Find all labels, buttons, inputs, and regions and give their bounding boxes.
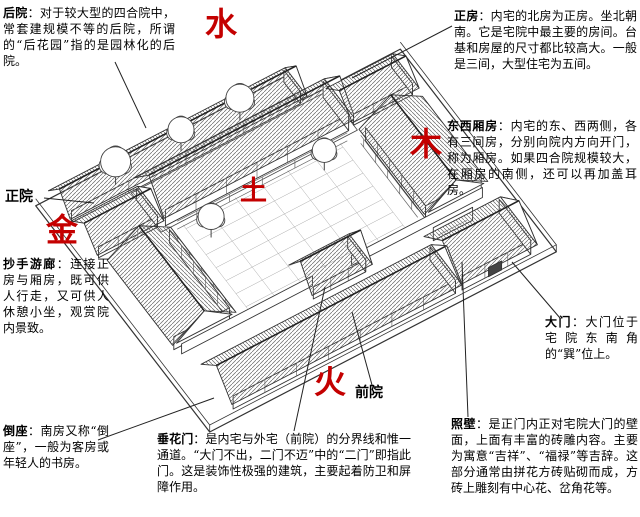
label-qianyuan: 前院 <box>355 385 383 401</box>
label-zhengyuan: 正院 <box>5 189 33 205</box>
wuxing-earth-char: 土 <box>240 176 267 207</box>
note-chuihuamen-label: 垂花门 <box>157 432 194 446</box>
note-damen-label: 大门 <box>545 315 572 329</box>
wuxing-metal-char: 金 <box>46 211 79 249</box>
note-dongxixiangfang: 东西厢房：内宅的东、西两侧，各有三间房，分别向院内方向开门，称为厢房。如果四合院… <box>447 118 637 198</box>
note-chuihuamen: 垂花门：是内宅与外宅（前院）的分界线和惟一通道。“大门不出，二门不迈”中的“二门… <box>157 431 411 495</box>
note-houyuan-text: ：对于较大型的四合院中，常套建规模不等的后院，所谓的“后花园”指的是园林化的后院… <box>3 6 175 69</box>
note-chaoshouyoulang-label: 抄手游廊 <box>3 257 57 271</box>
note-zhengfang-text: ：内宅的北房为正房。坐北朝南。它是宅院中最主要的房间。台基和房屋的尺寸都比较高大… <box>454 9 637 72</box>
note-houyuan: 后院：对于较大型的四合院中，常套建规模不等的后院，所谓的“后花园”指的是园林化的… <box>3 5 175 69</box>
note-zhaobi-text: ：是正门内正对宅院大门的壁面，上面有丰富的砖雕内容。主要为寓意“吉祥”、“福禄”… <box>451 417 638 496</box>
wuxing-water-char: 水 <box>205 5 238 43</box>
note-chaoshouyoulang-text: ：连接正房与厢房，既可供人行走，又可供人休憩小坐，观赏院内景致。 <box>3 257 109 336</box>
wuxing-fire-char: 火 <box>314 363 347 401</box>
note-damen-text: ：大门位于宅院东南角的“巽”位上。 <box>545 315 638 362</box>
wuxing-wood-char: 木 <box>410 125 443 163</box>
note-daozuo: 倒座：南房又称“倒座”，一般为客房或年轻人的书房。 <box>3 423 109 471</box>
note-zhengfang: 正房：内宅的北房为正房。坐北朝南。它是宅院中最主要的房间。台基和房屋的尺寸都比较… <box>454 8 637 72</box>
note-daozuo-label: 倒座 <box>3 424 28 438</box>
note-damen: 大门：大门位于宅院东南角的“巽”位上。 <box>545 314 638 362</box>
note-chuihuamen-text: ：是内宅与外宅（前院）的分界线和惟一通道。“大门不出，二门不迈”中的“二门”即指… <box>157 432 411 495</box>
note-chaoshouyoulang: 抄手游廊：连接正房与厢房，既可供人行走，又可供人休憩小坐，观赏院内景致。 <box>3 256 109 336</box>
note-zhaobi: 照壁：是正门内正对宅院大门的壁面，上面有丰富的砖雕内容。主要为寓意“吉祥”、“福… <box>451 416 638 496</box>
note-dongxixiangfang-label: 东西厢房 <box>447 119 498 133</box>
note-daozuo-text: ：南房又称“倒座”，一般为客房或年轻人的书房。 <box>3 424 109 471</box>
note-dongxixiangfang-text: ：内宅的东、西两侧，各有三间房，分别向院内方向开门，称为厢房。如果四合院规模较大… <box>447 119 637 198</box>
note-houyuan-label: 后院 <box>3 6 28 20</box>
note-zhaobi-label: 照壁 <box>451 417 476 431</box>
note-zhengfang-label: 正房 <box>454 9 479 23</box>
